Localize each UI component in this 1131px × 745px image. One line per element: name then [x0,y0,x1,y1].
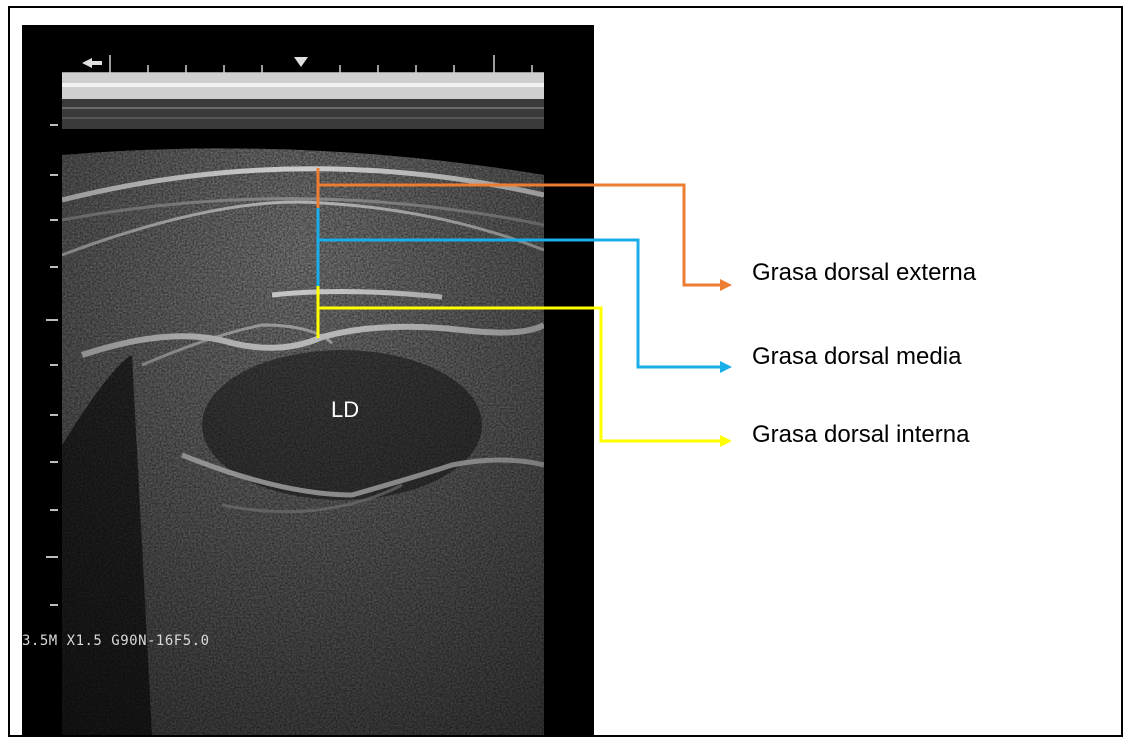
media-arrow-icon [720,361,732,373]
interna-arrow-icon [720,435,732,447]
media-leader-line [318,240,722,367]
externa-leader-line [318,185,722,285]
label-grasa-dorsal-media: Grasa dorsal media [752,343,961,371]
label-grasa-dorsal-externa: Grasa dorsal externa [752,259,976,287]
label-grasa-dorsal-interna: Grasa dorsal interna [752,421,969,449]
interna-leader-line [318,308,722,441]
externa-arrow-icon [720,279,732,291]
